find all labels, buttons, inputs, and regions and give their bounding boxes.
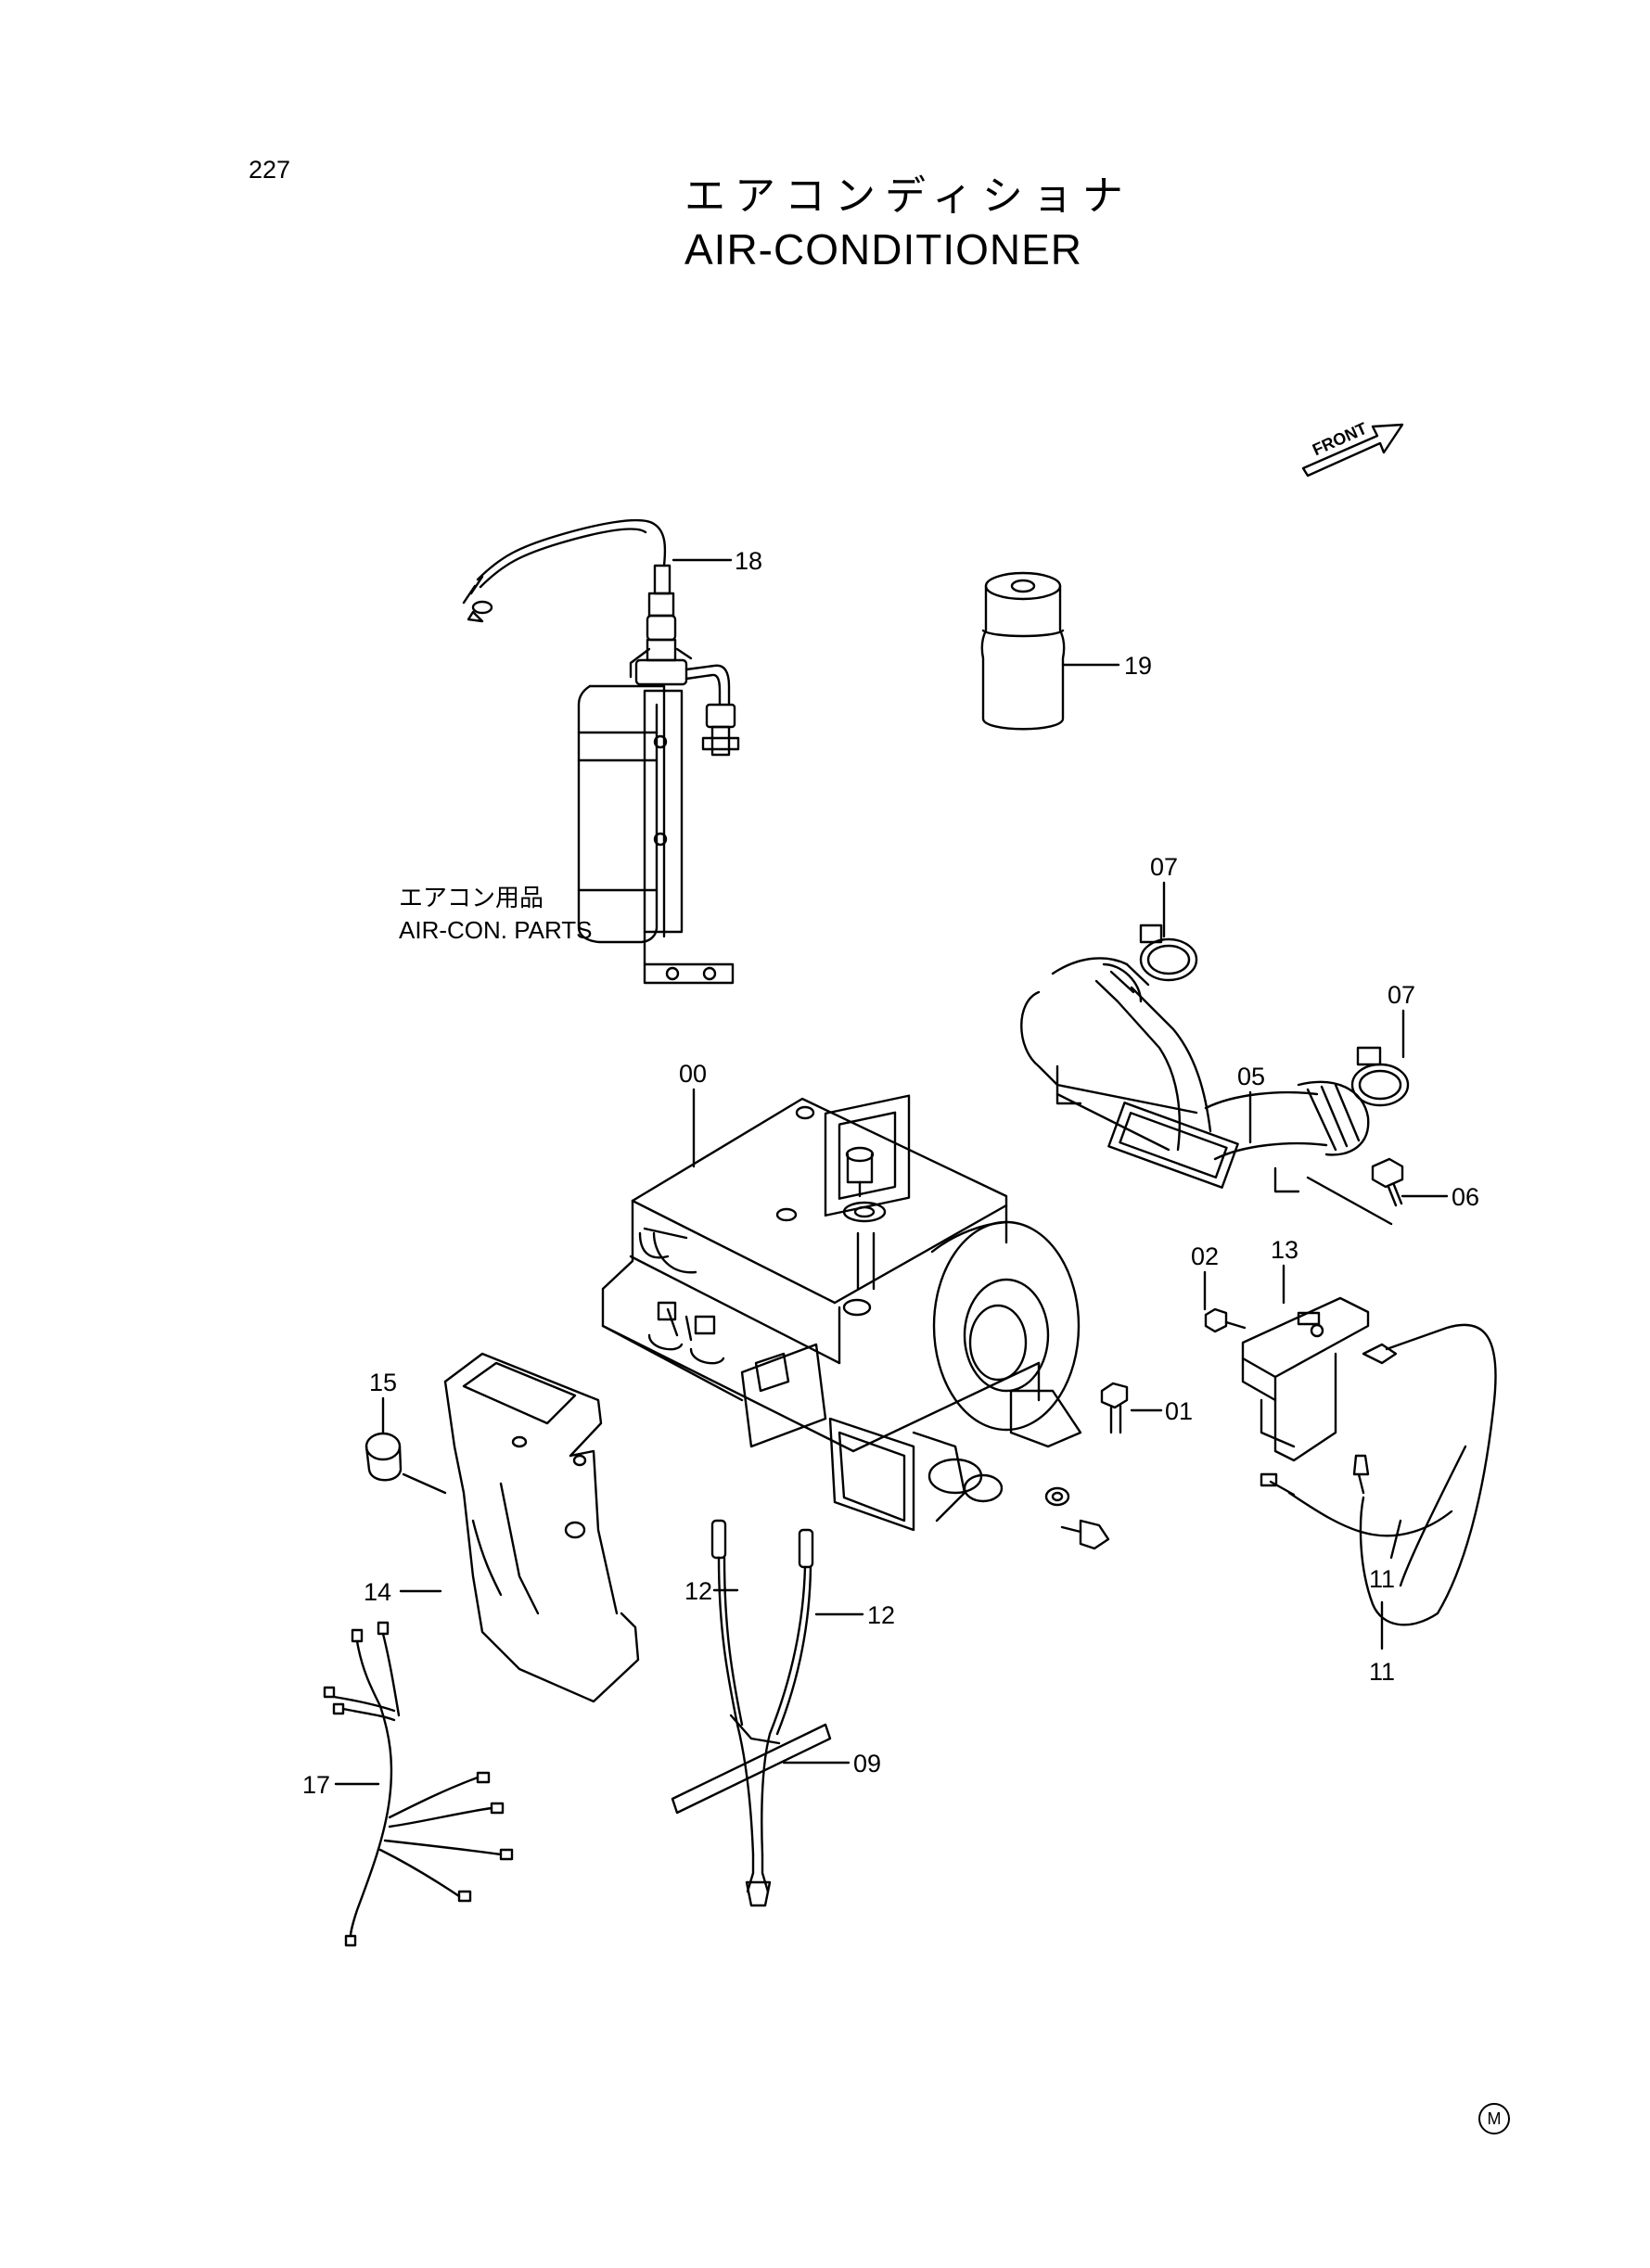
- callout-18: 18: [735, 547, 763, 575]
- receiver-drier-icon: [462, 518, 740, 985]
- callout-19: 19: [1124, 652, 1153, 680]
- leaders-12-09: [712, 1588, 864, 1765]
- front-arrow-icon: [1301, 423, 1404, 478]
- callout-13: 13: [1271, 1236, 1299, 1264]
- registered-mark: M: [1478, 2103, 1510, 2134]
- callout-02: 02: [1191, 1242, 1220, 1270]
- callout-14: 14: [364, 1578, 392, 1606]
- filter-cylinder-icon: [980, 571, 1066, 731]
- air-duct-icon: [1020, 957, 1370, 1193]
- parts-group-label-japanese: エアコン用品: [399, 884, 544, 911]
- callout-07: 07: [1150, 853, 1179, 881]
- callout-00: 00: [679, 1060, 708, 1088]
- callout-11: 11: [1369, 1565, 1396, 1593]
- parts-group-label: AIR-CON. PARTS: [399, 916, 593, 944]
- control-switch-icon: [1204, 1296, 1398, 1462]
- page-number: 227: [249, 156, 291, 184]
- leaders-15-14: [381, 1396, 442, 1593]
- callout-01: 01: [1165, 1397, 1194, 1425]
- page-title: AIR-CONDITIONER: [684, 225, 1082, 274]
- callout-15: 15: [369, 1369, 398, 1396]
- wire-harness-icon: [323, 1621, 514, 1947]
- callout-09: 09: [853, 1750, 882, 1777]
- bolt-icon: [1306, 1157, 1404, 1226]
- vent-duct-icon: [443, 1352, 640, 1703]
- leaders-11: [1380, 1519, 1402, 1650]
- plug-icon: [365, 1432, 447, 1495]
- leaders-07-05: [1162, 881, 1405, 1144]
- callout-12: 12: [684, 1577, 713, 1605]
- callout-17: 17: [302, 1771, 331, 1799]
- hose-harness-icon: [671, 1519, 832, 1907]
- leaders-02-13: [1203, 1264, 1285, 1311]
- callout-06: 06: [1452, 1183, 1480, 1211]
- callout-11: 11: [1369, 1658, 1396, 1686]
- callout-05: 05: [1237, 1063, 1266, 1090]
- hose-clamp-icon: [1139, 924, 1410, 1107]
- air-conditioner-unit-icon: [601, 1094, 1082, 1532]
- cable-icon: [1260, 1323, 1497, 1626]
- screw-washer-icon: [1044, 1382, 1129, 1550]
- page-title-japanese: エアコンディショナ: [684, 173, 1132, 219]
- callout-12: 12: [867, 1601, 896, 1629]
- callout-07: 07: [1388, 981, 1416, 1009]
